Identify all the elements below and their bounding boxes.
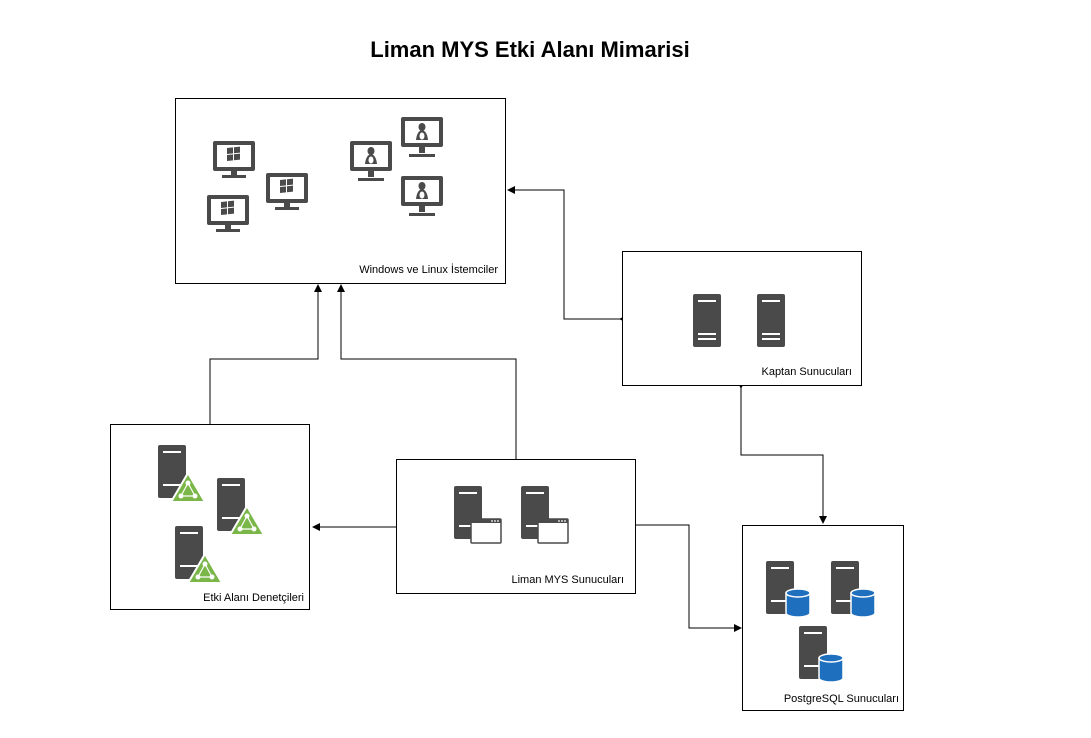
server-with-browser-window-icon — [521, 486, 569, 544]
server-with-database-icon — [831, 561, 876, 618]
diagram-title: Liman MYS Etki Alanı Mimarisi — [370, 37, 690, 62]
connector-liman-to-postgres — [635, 524, 742, 632]
postgres-label: PostgreSQL Sunucuları — [783, 693, 899, 705]
server-with-database-icon — [799, 626, 844, 683]
windows-monitor-icon — [266, 173, 308, 210]
connector-kaptan-postgres — [737, 381, 827, 524]
domain-controllers-label: Etki Alanı Denetçileri — [203, 592, 304, 604]
connector-liman-to-clients — [337, 284, 517, 460]
server-with-network-triangle-icon — [158, 445, 206, 503]
clients-label: Windows ve Linux İstemciler — [359, 264, 498, 276]
kaptan-box: Kaptan Sunucuları — [622, 251, 862, 386]
windows-monitor-icon — [213, 141, 255, 178]
liman-box: Liman MYS Sunucuları — [396, 459, 636, 594]
windows-monitor-icon — [207, 195, 249, 232]
connector-dc-to-clients — [209, 284, 322, 425]
kaptan-label: Kaptan Sunucuları — [761, 366, 852, 378]
linux-monitor-icon — [350, 141, 392, 181]
server-tower-icon — [693, 294, 721, 347]
connector-clients-kaptan — [507, 186, 627, 323]
server-with-database-icon — [766, 561, 811, 618]
linux-monitor-icon — [401, 117, 443, 157]
server-with-network-triangle-icon — [175, 526, 223, 584]
server-with-network-triangle-icon — [217, 478, 265, 536]
liman-label: Liman MYS Sunucuları — [511, 574, 625, 586]
linux-monitor-icon — [401, 176, 443, 216]
clients-box: Windows ve Linux İstemciler — [175, 98, 506, 284]
server-tower-icon — [757, 294, 785, 347]
server-with-browser-window-icon — [454, 486, 502, 544]
